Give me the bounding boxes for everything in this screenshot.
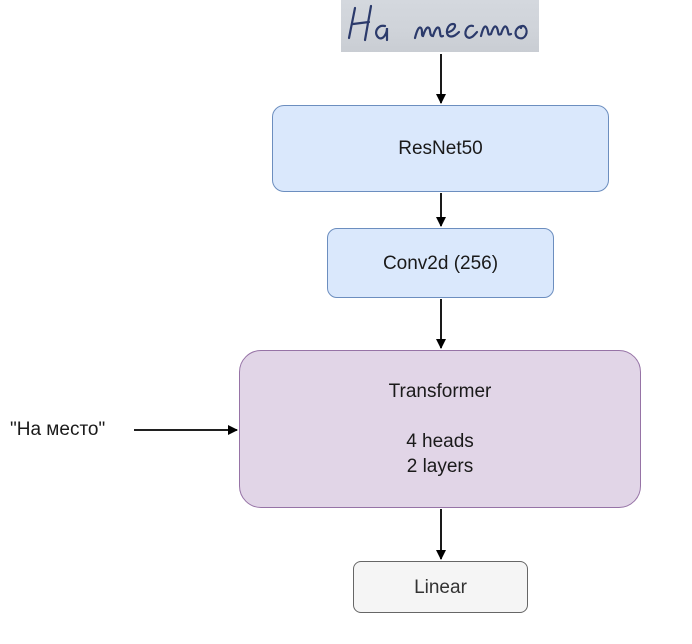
resnet50-node: ResNet50 <box>272 105 609 192</box>
transformer-heads: 4 heads <box>406 431 474 452</box>
transformer-title: Transformer <box>388 381 492 402</box>
linear-node: Linear <box>353 561 528 613</box>
transformer-node: Transformer 4 heads 2 layers <box>239 350 641 508</box>
handwritten-text-drawing <box>347 4 528 42</box>
transformer-layers: 2 layers <box>406 456 474 477</box>
handwritten-input-image <box>341 0 539 52</box>
text-input-label: "На место" <box>10 419 106 440</box>
conv2d-label: Conv2d (256) <box>382 252 499 274</box>
resnet50-label: ResNet50 <box>398 138 483 159</box>
linear-label: Linear <box>414 576 467 598</box>
conv2d-node: Conv2d (256) <box>327 228 554 298</box>
